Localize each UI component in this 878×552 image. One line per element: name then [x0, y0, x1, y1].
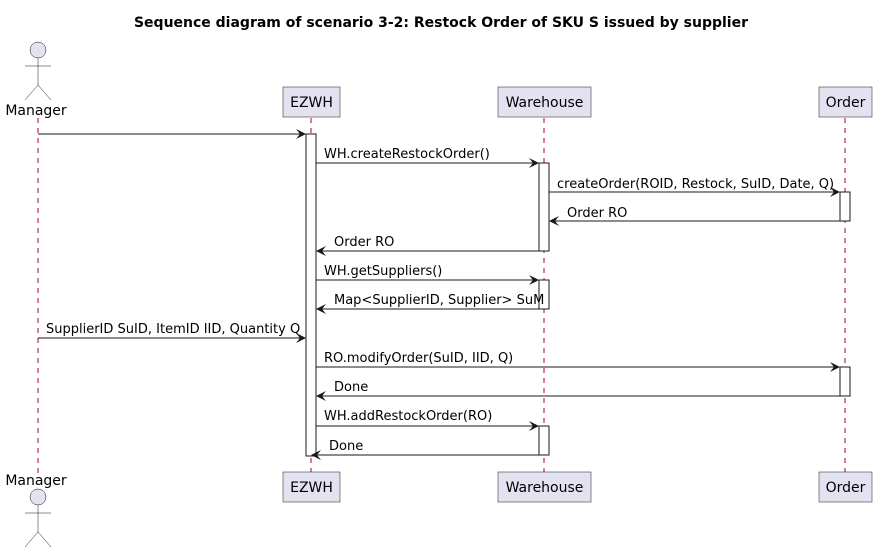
message-label: Order RO	[567, 206, 627, 221]
activation-order-2	[839, 366, 851, 397]
participant-order-top: Order	[818, 86, 873, 118]
participant-label-warehouse-top: Warehouse	[506, 95, 584, 111]
actor-label-manager-bottom: Manager	[5, 473, 67, 489]
participant-label-order-bottom: Order	[826, 480, 866, 496]
participant-label-ezwh-bottom: EZWH	[290, 480, 333, 496]
participant-order-bottom: Order	[818, 471, 873, 503]
message-label: WH.getSuppliers()	[324, 264, 442, 279]
actor-label-manager-top: Manager	[5, 103, 67, 119]
message-5: Order RO	[316, 235, 539, 256]
message-6: WH.getSuppliers()	[316, 264, 539, 285]
participant-label-warehouse-bottom: Warehouse	[506, 480, 584, 496]
participant-warehouse-top: Warehouse	[497, 86, 592, 118]
message-label: Done	[329, 439, 363, 454]
participant-warehouse-bottom: Warehouse	[497, 471, 592, 503]
participant-ezwh-bottom: EZWH	[282, 471, 341, 503]
message-7: Map<SupplierID, Supplier> SuM	[316, 293, 544, 314]
message-label: WH.addRestockOrder(RO)	[324, 409, 492, 424]
message-2: WH.createRestockOrder()	[316, 147, 539, 168]
message-label: SupplierID SuID, ItemID IID, Quantity Q	[46, 322, 300, 337]
actor-head-icon	[29, 488, 47, 506]
message-8: SupplierID SuID, ItemID IID, Quantity Q	[38, 322, 306, 343]
activation-warehouse-2	[538, 279, 550, 310]
participant-label-order-top: Order	[826, 95, 866, 111]
message-3: createOrder(ROID, Restock, SuID, Date, Q…	[549, 177, 840, 197]
participant-ezwh-top: EZWH	[282, 86, 341, 118]
message-label: Map<SupplierID, Supplier> SuM	[334, 293, 544, 308]
actor-manager-bottom: Manager	[5, 473, 67, 548]
message-10: Done	[316, 380, 840, 401]
message-9: RO.modifyOrder(SuID, IID, Q)	[316, 351, 840, 372]
message-label: RO.modifyOrder(SuID, IID, Q)	[324, 351, 513, 366]
actor-head-icon	[29, 41, 47, 59]
message-label: WH.createRestockOrder()	[324, 147, 490, 162]
message-label: Done	[334, 380, 368, 395]
message-label: Order RO	[334, 235, 394, 250]
activation-order-1	[839, 191, 851, 222]
diagram-title: Sequence diagram of scenario 3-2: Restoc…	[134, 15, 748, 31]
activation-warehouse-1	[538, 162, 550, 252]
activation-ezwh	[305, 133, 317, 457]
actor-manager-top: Manager	[5, 41, 67, 119]
message-12: Done	[311, 439, 539, 460]
message-4: Order RO	[549, 206, 840, 226]
activation-warehouse-3	[538, 425, 550, 456]
message-label: createOrder(ROID, Restock, SuID, Date, Q…	[557, 177, 834, 192]
message-11: WH.addRestockOrder(RO)	[316, 409, 539, 431]
participant-label-ezwh-top: EZWH	[290, 95, 333, 111]
